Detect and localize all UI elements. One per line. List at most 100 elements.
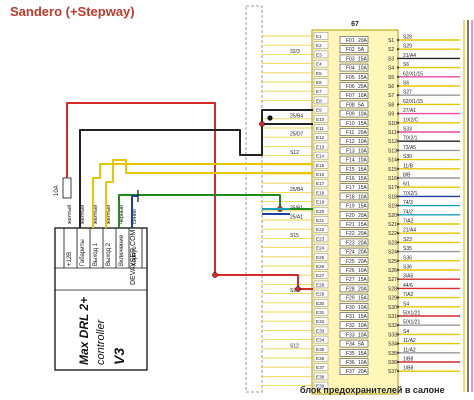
fuse-id: F16 [346, 176, 355, 182]
wire-output-1 [92, 163, 313, 228]
fuse-socket: S9 [388, 112, 394, 118]
fuse-rating: 10A [358, 158, 368, 164]
e-terminal-label: E16 [316, 172, 325, 177]
e-terminal-label: E31 [316, 310, 325, 315]
wire-color-label: желтый [66, 205, 73, 224]
fuse-rating: 15A [358, 167, 368, 173]
contact-dot [396, 370, 400, 373]
wire-label: 21/A4 [403, 53, 416, 59]
wire-label: 1/X2/C [403, 117, 419, 123]
fuse-rating: 10A [358, 66, 368, 72]
fuse-id: F13 [346, 148, 355, 154]
fuse-socket: S35 [388, 351, 397, 357]
fuse-id: F23 [346, 240, 355, 246]
e-terminal-label: E13 [316, 144, 325, 149]
fuse [339, 266, 369, 274]
pin-label: Включение [119, 234, 125, 266]
fuse [339, 73, 369, 81]
wire-color-label: желтый [105, 205, 112, 224]
contact-dot [396, 342, 400, 345]
fuse-rating: 10A [358, 268, 368, 274]
fuse [339, 211, 369, 219]
fuse-socket: S29 [388, 296, 397, 302]
fuse-rating: 20A [358, 38, 368, 44]
contact-dot [396, 75, 400, 79]
fuse-id: F05 [346, 75, 355, 81]
fuse-rating: 20A [358, 130, 368, 136]
contact-dot [396, 158, 400, 161]
contact-dot [396, 195, 400, 198]
fuse-rating: 20A [358, 240, 368, 246]
fuse [339, 192, 369, 201]
wire-parking-branch [261, 109, 313, 124]
contact-dot [396, 103, 400, 106]
fuse [339, 146, 369, 155]
fuse-rating: 15A [358, 185, 368, 191]
wire-color-label: черный [118, 205, 125, 224]
fuse-socket: S26 [388, 268, 397, 274]
fuse-rating: 10A [358, 360, 368, 366]
junction-dot [212, 272, 218, 278]
wire-ground [131, 195, 138, 228]
wire-label: 5/X1/21 [403, 320, 420, 326]
fuse [339, 220, 369, 228]
wire-label: S36 [403, 255, 412, 261]
fuse-rating: 15A [358, 75, 368, 81]
fuse-rating: 15A [358, 314, 368, 320]
fuse-id: F03 [346, 56, 355, 62]
contact-dot [396, 149, 400, 152]
fuse-id: F08 [346, 102, 355, 108]
fuse [339, 321, 369, 330]
fuse-id: F35 [346, 351, 355, 357]
wire-label: 1/B8 [403, 366, 414, 372]
pin-label: Габариты [80, 239, 86, 266]
wire-label: S35 [403, 246, 412, 252]
fuse-socket: S15 [388, 167, 397, 173]
contact-dot [396, 84, 400, 88]
fuse-rating: 5A [358, 102, 365, 108]
left-wire-label: S9 [290, 288, 296, 294]
wire-color-label: желтый [92, 205, 99, 224]
fuse [339, 36, 369, 44]
wire-label: 73/A5 [403, 145, 416, 151]
fuse-socket: S4 [388, 66, 394, 72]
inline-fuse-label: 10A [54, 185, 60, 196]
e-terminal-label: E22 [316, 227, 325, 232]
fuse-id: F20 [346, 213, 355, 219]
e-terminal-label: E2 [316, 43, 322, 48]
fuse [339, 54, 369, 63]
fuse-rating: 15A [358, 176, 368, 182]
fuse-id: F28 [346, 286, 355, 292]
fuse-socket: S13 [388, 148, 397, 154]
fuse [339, 348, 369, 357]
diagram-title: Sandero (+Stepway) [10, 4, 135, 19]
wire-label: S4 [403, 329, 409, 335]
contact-dot [396, 351, 400, 354]
wire-label: S30 [403, 154, 412, 160]
wire-label: S6 [403, 81, 409, 87]
fuse-socket: S36 [388, 360, 397, 366]
wire-label: 44/6 [403, 283, 413, 289]
pin-label: Выход 2 [106, 242, 112, 266]
fuse-id: F10 [346, 121, 355, 127]
fuse-id: F24 [346, 250, 355, 256]
fuse [339, 82, 369, 90]
contact-dot [396, 94, 400, 97]
e-terminal-label: E10 [316, 117, 325, 122]
fuse-id: F06 [346, 84, 355, 90]
fuse-socket: S30 [388, 305, 397, 311]
fuse [339, 100, 369, 109]
left-wire-label: 25/A1 [290, 215, 303, 221]
fuse-block-caption: блок предохранителей в салоне [300, 385, 445, 395]
fuse-rating: 20A [358, 369, 368, 375]
fuse-id: F33 [346, 332, 355, 338]
fuse-id: F32 [346, 323, 355, 329]
wire-label: 5/X1/21 [403, 311, 420, 317]
wire-color-label: желтый [79, 205, 86, 224]
fuse [339, 302, 369, 311]
fuse [339, 229, 369, 237]
fuse-id: F31 [346, 314, 355, 320]
e-terminal-label: E27 [316, 273, 325, 278]
fuse-id: F22 [346, 231, 355, 237]
e-terminal-label: E5 [316, 71, 322, 76]
